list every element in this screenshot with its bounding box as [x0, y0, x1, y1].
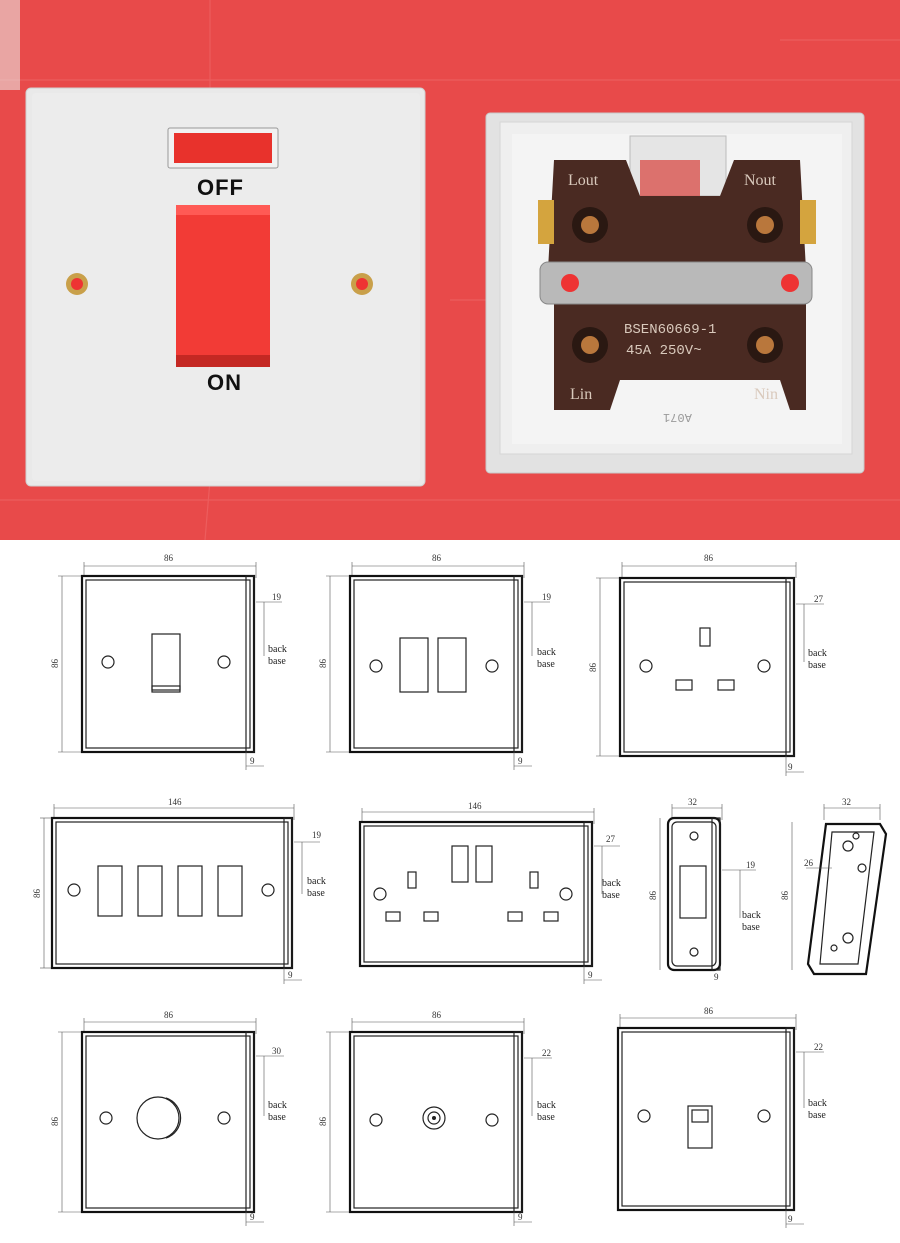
- base-label-8: base: [268, 1112, 286, 1123]
- dim-width-10: 86: [704, 1006, 714, 1016]
- front-switch-photo: OFF ON: [0, 0, 450, 540]
- dim-height-8: 86: [50, 1117, 60, 1127]
- dim-depth-8: 30: [272, 1046, 282, 1056]
- back-label-10: back: [808, 1098, 827, 1109]
- back-label-2: back: [537, 647, 556, 658]
- drawing-architrave-back-box: [791, 804, 888, 976]
- dim-height-4: 86: [32, 889, 42, 899]
- drawing-tv-outlet: [326, 1018, 552, 1226]
- dim-base-9: 9: [518, 1212, 523, 1222]
- dim-height-1: 86: [50, 659, 60, 669]
- photo-row: OFF ON: [0, 0, 900, 540]
- dim-depth-10: 22: [814, 1042, 823, 1052]
- base-label-2: base: [537, 659, 555, 670]
- back-label-3: back: [808, 648, 827, 659]
- dim-width-2: 86: [432, 553, 442, 563]
- dim-width-4: 146: [168, 797, 182, 807]
- dim-depth-3: 27: [814, 594, 824, 604]
- base-label-4: base: [307, 888, 325, 899]
- dim-depth-4: 19: [312, 830, 322, 840]
- off-label: OFF: [197, 175, 244, 200]
- terminal-n-out-label: Nout: [744, 172, 776, 189]
- back-switch-photo: Lout Nout Lin Nin BSEN60669-1 45A 250V~ …: [450, 0, 900, 540]
- dim-depth-7: 26: [804, 858, 814, 868]
- back-label-4: back: [307, 876, 326, 887]
- technical-drawings: 86 86 19 back base 9 86 86 19 back base …: [0, 540, 900, 1238]
- dim-width-5: 146: [468, 801, 482, 811]
- dim-base-6: 9: [714, 972, 719, 982]
- dim-height-6: 86: [648, 891, 658, 901]
- base-label-1: base: [268, 656, 286, 667]
- dim-height-9: 86: [318, 1117, 328, 1127]
- dim-depth-6: 19: [746, 860, 756, 870]
- dim-base-3: 9: [788, 762, 793, 772]
- dim-height-3: 86: [588, 663, 598, 673]
- dim-width-9: 86: [432, 1010, 442, 1020]
- dim-base-2: 9: [518, 756, 523, 766]
- back-label-6: back: [742, 910, 761, 921]
- drawing-double-socket: [358, 808, 620, 984]
- base-label-9: base: [537, 1112, 555, 1123]
- drawing-telephone-outlet: [616, 1014, 824, 1228]
- on-label: ON: [207, 370, 242, 395]
- back-label-5: back: [602, 878, 621, 889]
- dim-width-3: 86: [704, 553, 714, 563]
- dim-base-1: 9: [250, 756, 255, 766]
- dim-width-1: 86: [164, 553, 174, 563]
- terminal-n-in-label: Nin: [754, 386, 778, 403]
- dim-width-8: 86: [164, 1010, 174, 1020]
- base-label-5: base: [602, 890, 620, 901]
- base-label-3: base: [808, 660, 826, 671]
- dim-height-2: 86: [318, 659, 328, 669]
- back-label-1: back: [268, 644, 287, 655]
- dim-depth-2: 19: [542, 592, 552, 602]
- dim-height-7: 86: [780, 891, 790, 901]
- dim-base-5: 9: [588, 970, 593, 980]
- dim-depth-5: 27: [606, 834, 616, 844]
- base-label-6: base: [742, 922, 760, 933]
- dim-width-7: 32: [842, 797, 851, 807]
- drawing-dimmer: [58, 1018, 284, 1226]
- dim-base-10: 9: [788, 1214, 793, 1224]
- dim-depth-1: 19: [272, 592, 282, 602]
- terminal-l-out-label: Lout: [568, 172, 599, 189]
- dim-base-8: 9: [250, 1212, 255, 1222]
- dim-depth-9: 22: [542, 1048, 551, 1058]
- terminal-l-in-label: Lin: [570, 386, 593, 403]
- dim-base-4: 9: [288, 970, 293, 980]
- drawing-architrave-switch: [659, 804, 756, 972]
- back-label-8: back: [268, 1100, 287, 1111]
- drawing-single-socket: [596, 562, 824, 776]
- drawing-2-gang-switch: [326, 562, 550, 770]
- drawing-1-gang-switch: [58, 562, 282, 770]
- dim-width-6: 32: [688, 797, 697, 807]
- drawing-4-gang-switch: [40, 804, 320, 984]
- moulding-marking: A071: [663, 410, 692, 424]
- base-label-10: base: [808, 1110, 826, 1121]
- rating-text: 45A 250V~: [626, 343, 702, 359]
- back-label-9: back: [537, 1100, 556, 1111]
- standard-text: BSEN60669-1: [624, 322, 717, 338]
